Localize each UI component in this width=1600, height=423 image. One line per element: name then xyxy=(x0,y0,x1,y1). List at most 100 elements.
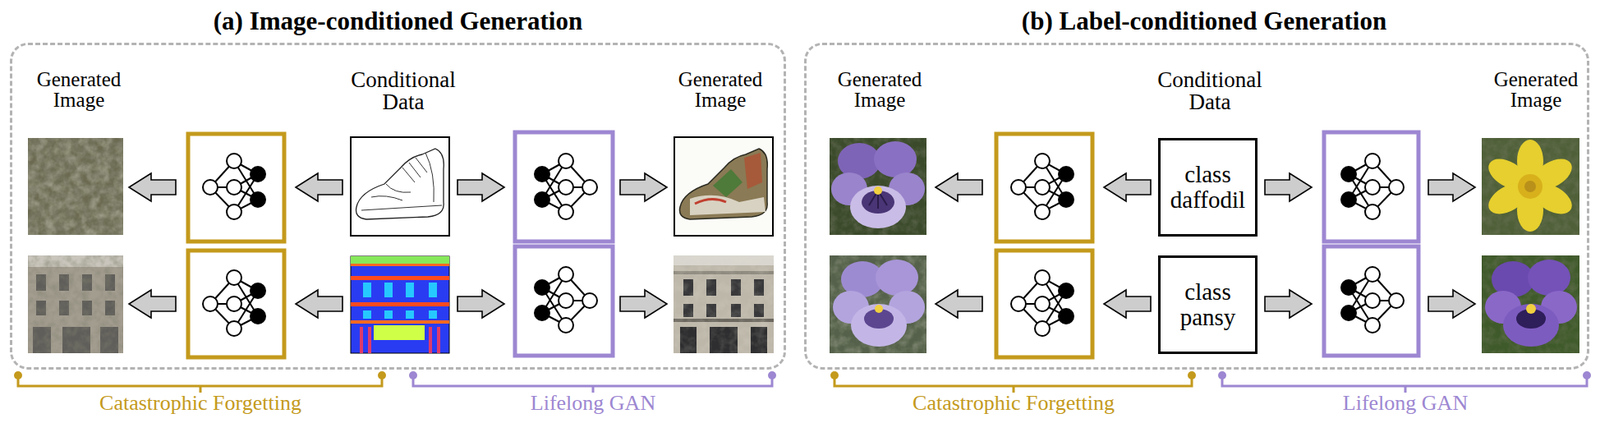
lifelong-bracket xyxy=(1218,371,1227,380)
column-header: Conditional Data xyxy=(1144,68,1276,114)
generated-pansy xyxy=(1481,255,1580,354)
facade-label-map xyxy=(350,302,450,307)
lifelong-bracket xyxy=(1582,371,1591,380)
facade-label-map xyxy=(350,256,450,354)
flow-arrow xyxy=(295,173,343,202)
column-header: Generated Image xyxy=(1478,68,1594,111)
generated-facade-blurry xyxy=(27,255,124,354)
facade-label-map xyxy=(428,282,437,298)
generated-shoe xyxy=(680,148,768,220)
forgetting-network-box xyxy=(996,250,1093,358)
generated-daffodil xyxy=(1481,137,1580,235)
facade-label-map xyxy=(384,310,393,319)
generated-pansy xyxy=(874,304,883,313)
shoe-sketch xyxy=(361,152,442,211)
lifelong-network-box xyxy=(514,246,613,356)
generated-daffodil xyxy=(1481,137,1580,235)
panel-heading: (a) Image-conditioned Generation xyxy=(9,5,787,37)
forgetting-bracket xyxy=(13,371,23,380)
column-header: Conditional Data xyxy=(337,68,469,114)
generated-facade xyxy=(673,255,774,354)
flow-arrow xyxy=(1428,289,1476,318)
facade-label-map xyxy=(359,326,364,354)
network-icon xyxy=(1011,270,1074,336)
generated-pansy xyxy=(873,141,917,178)
flow-arrow xyxy=(295,289,343,318)
generated-pansy xyxy=(850,185,906,229)
lifelong-network-box xyxy=(1324,132,1419,242)
column-header: Generated Image xyxy=(822,68,938,111)
flow-arrow xyxy=(1103,289,1151,318)
network-icon xyxy=(202,153,266,220)
lifelong-bracket xyxy=(409,371,1591,380)
generated-pansy xyxy=(829,137,927,235)
generated-pansy xyxy=(1503,303,1559,347)
generated-facade-blurry xyxy=(27,255,124,354)
lifelong-bracket xyxy=(1222,375,1587,393)
shoe-sketch xyxy=(350,137,450,236)
forgetting-network-box xyxy=(188,250,285,358)
generated-facade xyxy=(673,255,774,354)
facade-label-map xyxy=(359,326,441,354)
lifelong-bracket xyxy=(409,371,418,380)
generated-shoe xyxy=(694,198,727,204)
flow-arrow xyxy=(620,289,667,318)
facade-label-map xyxy=(428,310,437,319)
forgetting-bracket xyxy=(377,371,387,380)
forgetting-network-box xyxy=(996,133,1093,242)
generated-pansy xyxy=(875,259,919,296)
class-label: class pansy xyxy=(1160,279,1256,331)
generated-pansy xyxy=(1526,303,1536,314)
generated-pansy xyxy=(829,255,927,354)
facade-label-map xyxy=(405,310,414,319)
flow-arrow xyxy=(457,289,505,318)
generated-daffodil xyxy=(1483,139,1578,232)
flow-arrow xyxy=(128,289,176,318)
flow-arrow xyxy=(620,173,667,202)
generated-image-noise xyxy=(27,137,124,235)
generated-facade-blurry xyxy=(27,255,124,354)
generated-shoe xyxy=(689,195,766,216)
lifelong-network-box xyxy=(1324,246,1419,356)
network-icon xyxy=(1011,153,1074,220)
facade-label-map xyxy=(350,275,450,281)
forgetting-bracket xyxy=(834,375,1192,393)
facade-label-map xyxy=(350,256,450,264)
generated-image-noise xyxy=(27,137,124,235)
flow-arrow xyxy=(1103,173,1151,202)
generated-facade xyxy=(673,255,774,354)
generated-daffodil xyxy=(1481,137,1580,235)
generated-daffodil xyxy=(1524,180,1536,193)
generated-pansy xyxy=(829,137,927,235)
flow-arrow xyxy=(935,173,983,202)
generated-pansy xyxy=(1481,255,1580,354)
generated-shoe xyxy=(674,137,773,236)
facade-label-map xyxy=(428,326,433,354)
network-icon xyxy=(1341,153,1404,220)
facade-label-map xyxy=(405,282,414,298)
forgetting-bracket xyxy=(13,371,1196,380)
lifelong-bracket xyxy=(767,371,777,380)
flow-arrow xyxy=(1264,173,1312,202)
lifelong-network-box xyxy=(514,132,1419,356)
facade-label-map xyxy=(373,325,425,341)
class-label: class daffodil xyxy=(1160,161,1256,213)
forgetting-bracket xyxy=(18,375,382,393)
generated-pansy xyxy=(829,255,927,354)
column-header: Generated Image xyxy=(21,68,137,111)
generated-image-noise xyxy=(27,137,124,235)
generated-pansy xyxy=(1481,255,1580,354)
generated-pansy xyxy=(873,186,883,195)
generated-shoe xyxy=(712,169,743,198)
network-icon xyxy=(534,153,598,220)
lifelong-bracket xyxy=(413,375,773,393)
class-box: class pansy xyxy=(1158,255,1258,355)
lifelong-bracket xyxy=(413,375,1587,393)
facade-label-map xyxy=(367,326,372,354)
generated-shoe xyxy=(674,137,773,236)
facade-label-map xyxy=(363,310,437,319)
column-header: Generated Image xyxy=(662,68,778,111)
generated-pansy xyxy=(1527,259,1571,296)
panel-heading: (b) Label-conditioned Generation xyxy=(804,5,1590,37)
